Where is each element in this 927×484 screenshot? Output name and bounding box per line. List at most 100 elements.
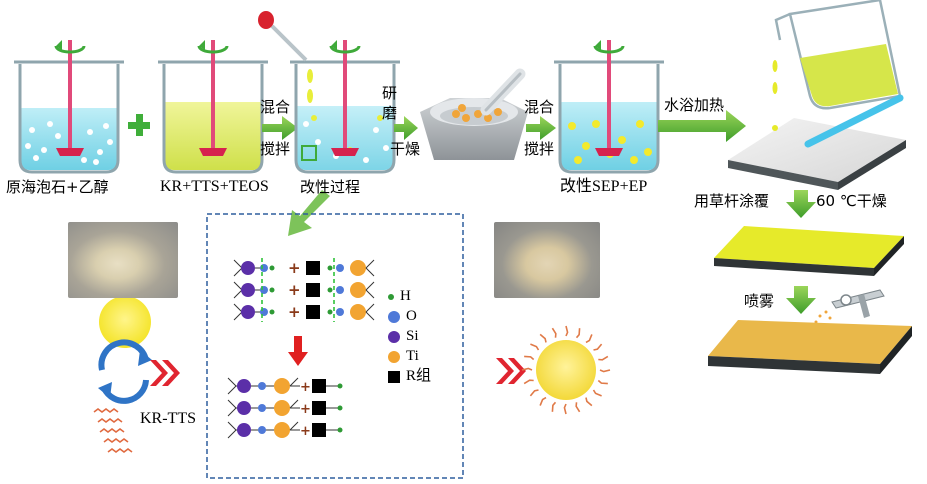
o-atom	[336, 286, 344, 294]
beaker-4	[554, 40, 664, 174]
plus-sign: +	[300, 424, 311, 439]
h-atom	[327, 309, 333, 315]
sun-ray	[597, 379, 608, 385]
legend-label: R组	[406, 368, 432, 384]
bond	[227, 399, 237, 409]
h-atom	[327, 287, 333, 293]
si-atom	[241, 283, 255, 297]
legend-marker	[388, 370, 400, 383]
raw-sep-sun	[99, 296, 151, 348]
legend-label: O	[406, 308, 417, 324]
label-dry: 干燥	[390, 140, 421, 158]
label-mix-1: 混合	[260, 98, 291, 116]
bond	[365, 289, 375, 299]
sun-ray	[551, 401, 557, 412]
bond	[233, 259, 243, 269]
legend-item: Ti	[388, 348, 419, 364]
legend-item: H	[388, 288, 411, 304]
ti-atom	[350, 304, 366, 320]
pouring-beaker	[772, 0, 902, 110]
sun-ray	[529, 389, 539, 397]
sun-ray	[565, 325, 569, 337]
label-stir-2: 搅拌	[524, 140, 555, 158]
legend-item: Si	[388, 328, 419, 344]
modified-sep-sun	[536, 340, 596, 400]
sun-ray	[551, 327, 557, 338]
plus-sign: +	[300, 402, 311, 417]
h-atom	[269, 309, 275, 315]
beaker-1	[14, 40, 124, 174]
legend-item: R组	[388, 368, 431, 384]
o-atom	[336, 264, 344, 272]
bond	[233, 267, 243, 277]
label-dry-60: 60 ℃干燥	[816, 192, 887, 210]
ti-atom	[350, 260, 366, 276]
sun-ray	[521, 367, 533, 371]
arrow-grind	[394, 116, 418, 140]
mechanism-box	[206, 213, 464, 479]
plus-icon	[128, 114, 150, 136]
r-group	[312, 423, 326, 437]
bond	[233, 311, 243, 321]
ti-atom	[350, 282, 366, 298]
red-arrow-head	[288, 352, 308, 366]
bond	[233, 281, 243, 291]
h-atom	[327, 265, 333, 271]
h-atom	[337, 427, 343, 433]
r-group	[306, 305, 320, 319]
h-atom	[269, 265, 275, 271]
label-grind-1: 研	[382, 84, 398, 102]
arrow-zoom	[288, 190, 330, 236]
label-kr-tts: KR-TTS	[140, 410, 196, 427]
plus-sign: +	[288, 281, 301, 299]
sun-ray	[539, 396, 547, 406]
label-modified-sep-ep: 改性SEP+EP	[560, 178, 648, 195]
sun-ray	[575, 328, 581, 339]
label-modification: 改性过程	[300, 178, 361, 196]
h-atom	[337, 405, 343, 411]
label-mix-2: 混合	[524, 98, 555, 116]
label-stir-1: 搅拌	[260, 140, 291, 158]
arrow-water-bath	[658, 110, 746, 142]
label-grind-2: 磨	[382, 104, 398, 122]
sun-ray	[539, 333, 547, 343]
cycle-arrows-icon	[98, 339, 152, 404]
bond	[365, 303, 375, 313]
h-atom	[269, 287, 275, 293]
label-kr-tts-teos: KR+TTS+TEOS	[160, 178, 269, 195]
label-spread: 用草杆涂覆	[694, 192, 770, 210]
si-atom	[241, 261, 255, 275]
legend-marker	[388, 350, 400, 363]
bond	[227, 385, 237, 395]
beaker-2	[158, 40, 268, 174]
bond	[289, 399, 299, 409]
bond	[289, 377, 299, 387]
r-group	[312, 401, 326, 415]
arrow-mix-1	[262, 116, 298, 140]
beaker-3	[290, 40, 400, 174]
sun-ray	[530, 343, 540, 351]
sun-ray	[585, 334, 593, 344]
bond	[289, 421, 299, 431]
bond	[227, 421, 237, 431]
label-raw-sep-ethanol: 原海泡石+乙醇	[6, 178, 109, 196]
legend-marker	[388, 330, 400, 343]
coated-plate-orange	[708, 320, 912, 374]
bond	[227, 377, 237, 387]
o-atom	[336, 308, 344, 316]
arrow-down-2	[786, 286, 816, 314]
r-group	[306, 283, 320, 297]
bond	[365, 311, 375, 321]
legend-label: H	[400, 288, 411, 304]
dropper-icon	[258, 11, 308, 62]
sun-ray	[592, 389, 602, 397]
ti-atom	[274, 422, 290, 438]
bond	[365, 281, 375, 291]
legend-marker	[388, 293, 394, 300]
sun-ray	[524, 355, 535, 361]
sun-ray	[575, 402, 581, 413]
double-chevron-right-icon	[496, 358, 526, 384]
legend-marker	[388, 310, 400, 323]
